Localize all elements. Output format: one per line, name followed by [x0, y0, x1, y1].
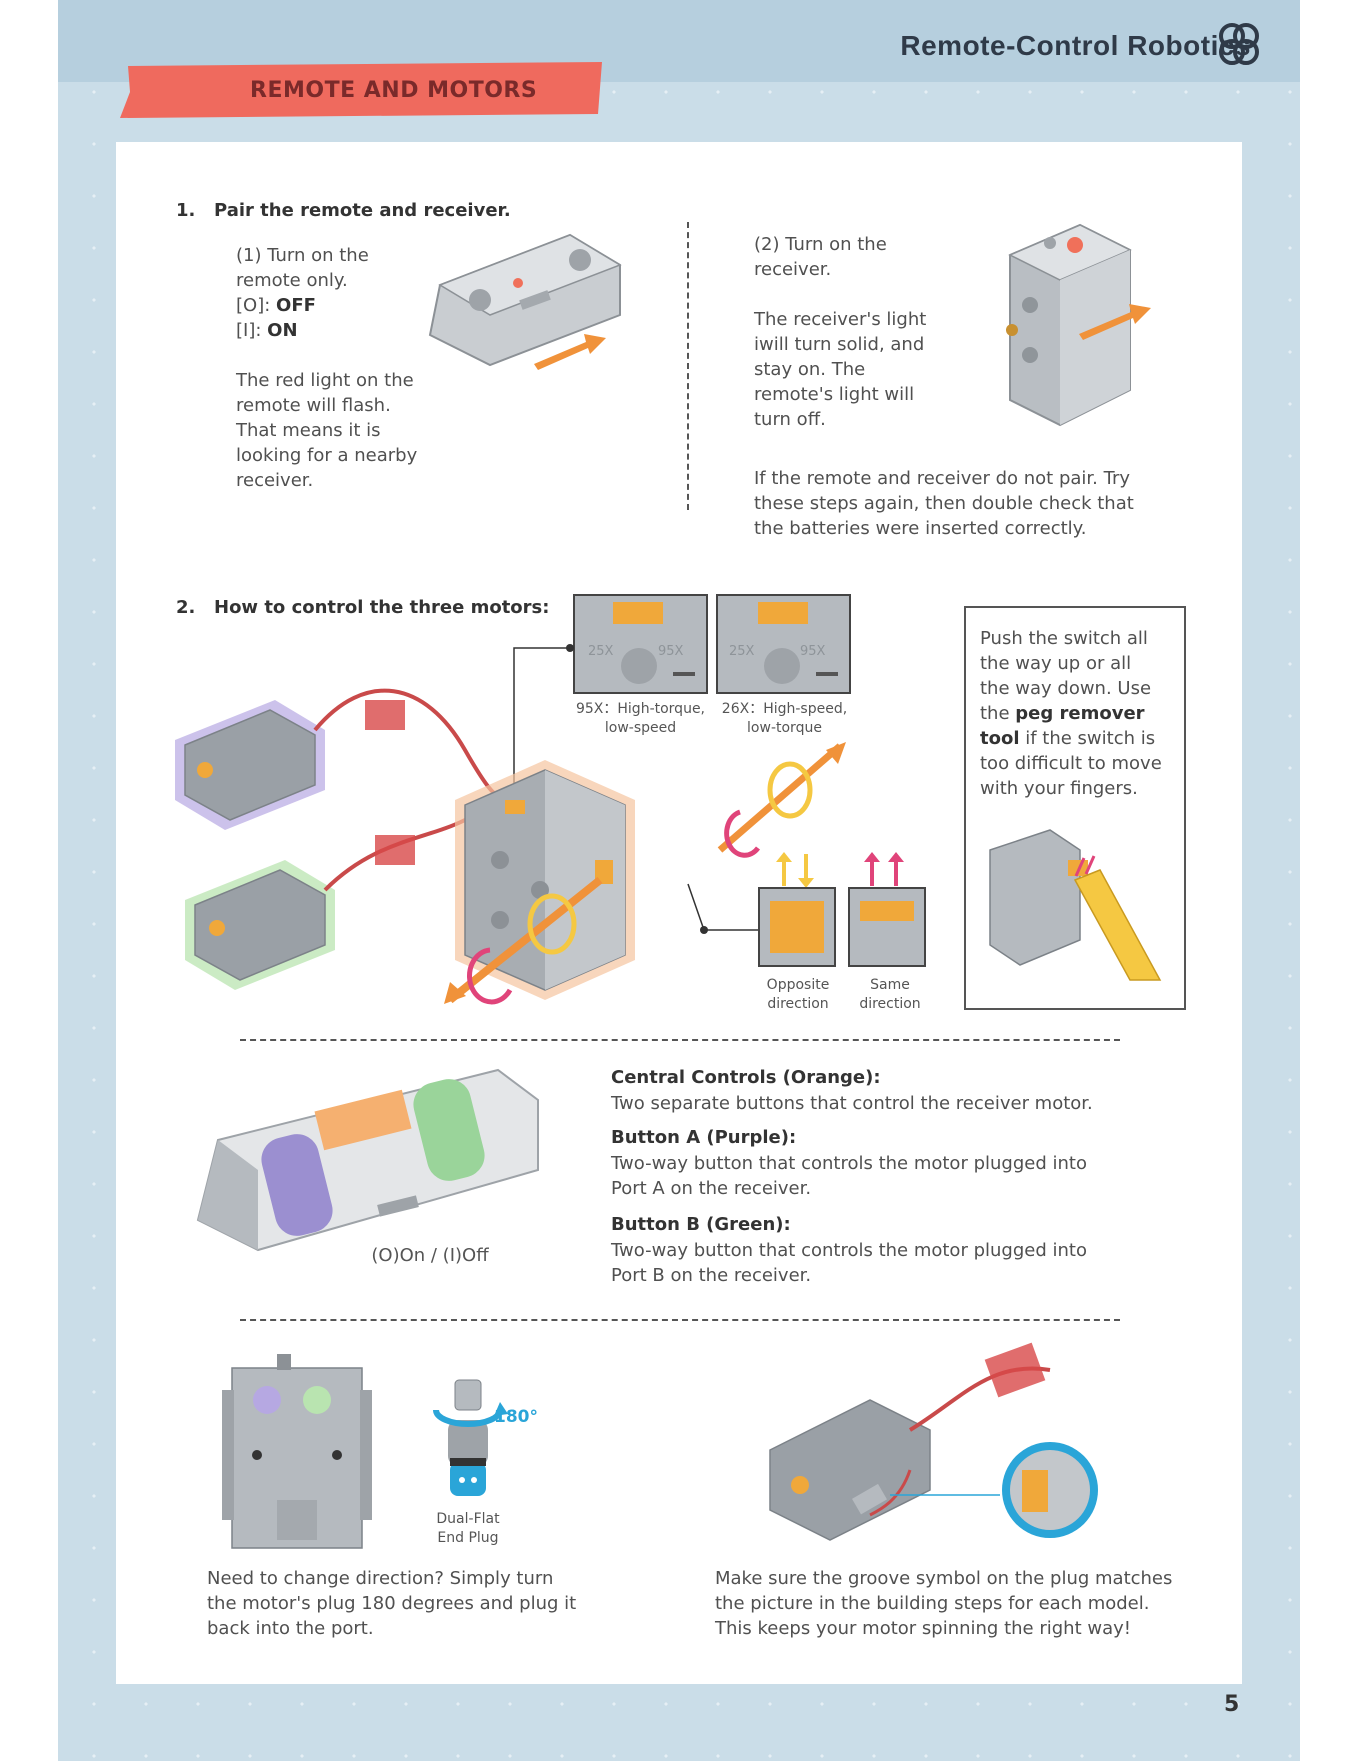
pairing-troubleshoot-text: If the remote and receiver do not pair. … — [754, 468, 1134, 539]
switch-onoff-caption: (O)On / (I)Off — [371, 1245, 489, 1266]
on-key: [I] — [236, 320, 256, 341]
plug-rotate-icon — [433, 1379, 508, 1466]
switch-off-legend: [O]: OFF — [236, 295, 316, 316]
dual-flat-plug-caption: Dual-Flat End Plug — [436, 1511, 500, 1546]
caption-95x: 95X：High-torque, low-speed — [575, 701, 706, 736]
caption-opposite-direction: Opposite direction — [766, 977, 830, 1012]
receiver-switch-arrow-icon — [1079, 304, 1151, 340]
gear-label-25x: 25X — [588, 644, 614, 659]
step1-number: 1. — [176, 200, 196, 221]
step2-number: 2. — [176, 597, 196, 618]
gear-label-95x-b: 95X — [800, 644, 826, 659]
motors-receiver-assembly — [175, 688, 635, 1000]
step2-heading: How to control the three motors: — [214, 597, 550, 618]
central-controls-text: Two separate buttons that control the re… — [611, 1093, 1093, 1114]
gear-switch-95x-view — [573, 594, 708, 694]
direction-switch-same-view — [848, 887, 926, 967]
step1-part2-text-b: The receiver's light iwill turn solid, a… — [754, 309, 927, 430]
callout-line-gear — [513, 644, 574, 810]
button-b-heading: Button B (Green): — [611, 1214, 791, 1235]
divider-1 — [240, 1039, 1120, 1041]
divider-2 — [240, 1319, 1120, 1321]
caption-26x: 26X：High-speed, low-torque — [721, 701, 848, 736]
section-title: REMOTE AND MOTORS — [250, 78, 538, 103]
book-title: Remote-Control Robotics — [900, 30, 1251, 61]
button-b-text: Two-way button that controls the motor p… — [611, 1240, 1087, 1286]
book-logo-icon — [1219, 23, 1259, 65]
tool-bold: tool — [980, 728, 1020, 749]
gear-switch-26x-view — [716, 594, 851, 694]
motor-plug-illustration — [769, 1342, 1098, 1541]
peg-remover-bold: peg remover — [1015, 703, 1145, 724]
switch-arrow-icon — [534, 334, 606, 370]
gear-axle-rotation-icon — [717, 742, 846, 858]
central-controls-heading: Central Controls (Orange): — [611, 1067, 881, 1088]
receiver-illustration — [1006, 223, 1132, 427]
peg-remover-illustration — [989, 829, 1162, 981]
step1-part2-text: (2) Turn on the receiver. — [754, 234, 887, 280]
gear-label-25x-b: 25X — [729, 644, 755, 659]
section-ribbon — [120, 62, 602, 118]
remote-controls-illustration — [196, 1068, 539, 1252]
rotation-degrees-label: 180° — [494, 1407, 538, 1427]
remote-illustration — [428, 233, 622, 367]
groove-symbol-text: Make sure the groove symbol on the plug … — [715, 1568, 1173, 1639]
off-label: OFF — [276, 295, 316, 316]
direction-arrows-same-icon — [864, 852, 904, 886]
dual-flat-plug-icon — [450, 1458, 486, 1496]
callout-line-direction — [687, 883, 758, 934]
receiver-axle-rotation-icon — [444, 876, 603, 1005]
button-a-heading: Button A (Purple): — [611, 1127, 797, 1148]
page-number: 5 — [1224, 1692, 1240, 1717]
direction-arrows-opposite-icon — [776, 852, 814, 888]
step1-part1-text: The red light on the remote will flash. … — [236, 370, 418, 491]
gear-label-95x: 95X — [658, 644, 684, 659]
peg-remover-tip-text: Push the switch all the way up or all th… — [980, 628, 1162, 799]
direction-switch-opposite-view — [758, 887, 836, 967]
receiver-ports-illustration — [222, 1354, 372, 1549]
step1-part1-line1: (1) Turn on the — [236, 245, 369, 266]
on-label: ON — [267, 320, 298, 341]
step1-part1-line2: remote only. — [236, 270, 348, 291]
step1-heading: Pair the remote and receiver. — [214, 200, 511, 221]
off-key: [O] — [236, 295, 265, 316]
button-a-text: Two-way button that controls the motor p… — [611, 1153, 1087, 1199]
change-direction-text: Need to change direction? Simply turn th… — [207, 1568, 577, 1639]
switch-on-legend: [I]: ON — [236, 320, 298, 341]
step1-divider — [687, 222, 689, 510]
caption-same-direction: Same direction — [859, 977, 921, 1012]
